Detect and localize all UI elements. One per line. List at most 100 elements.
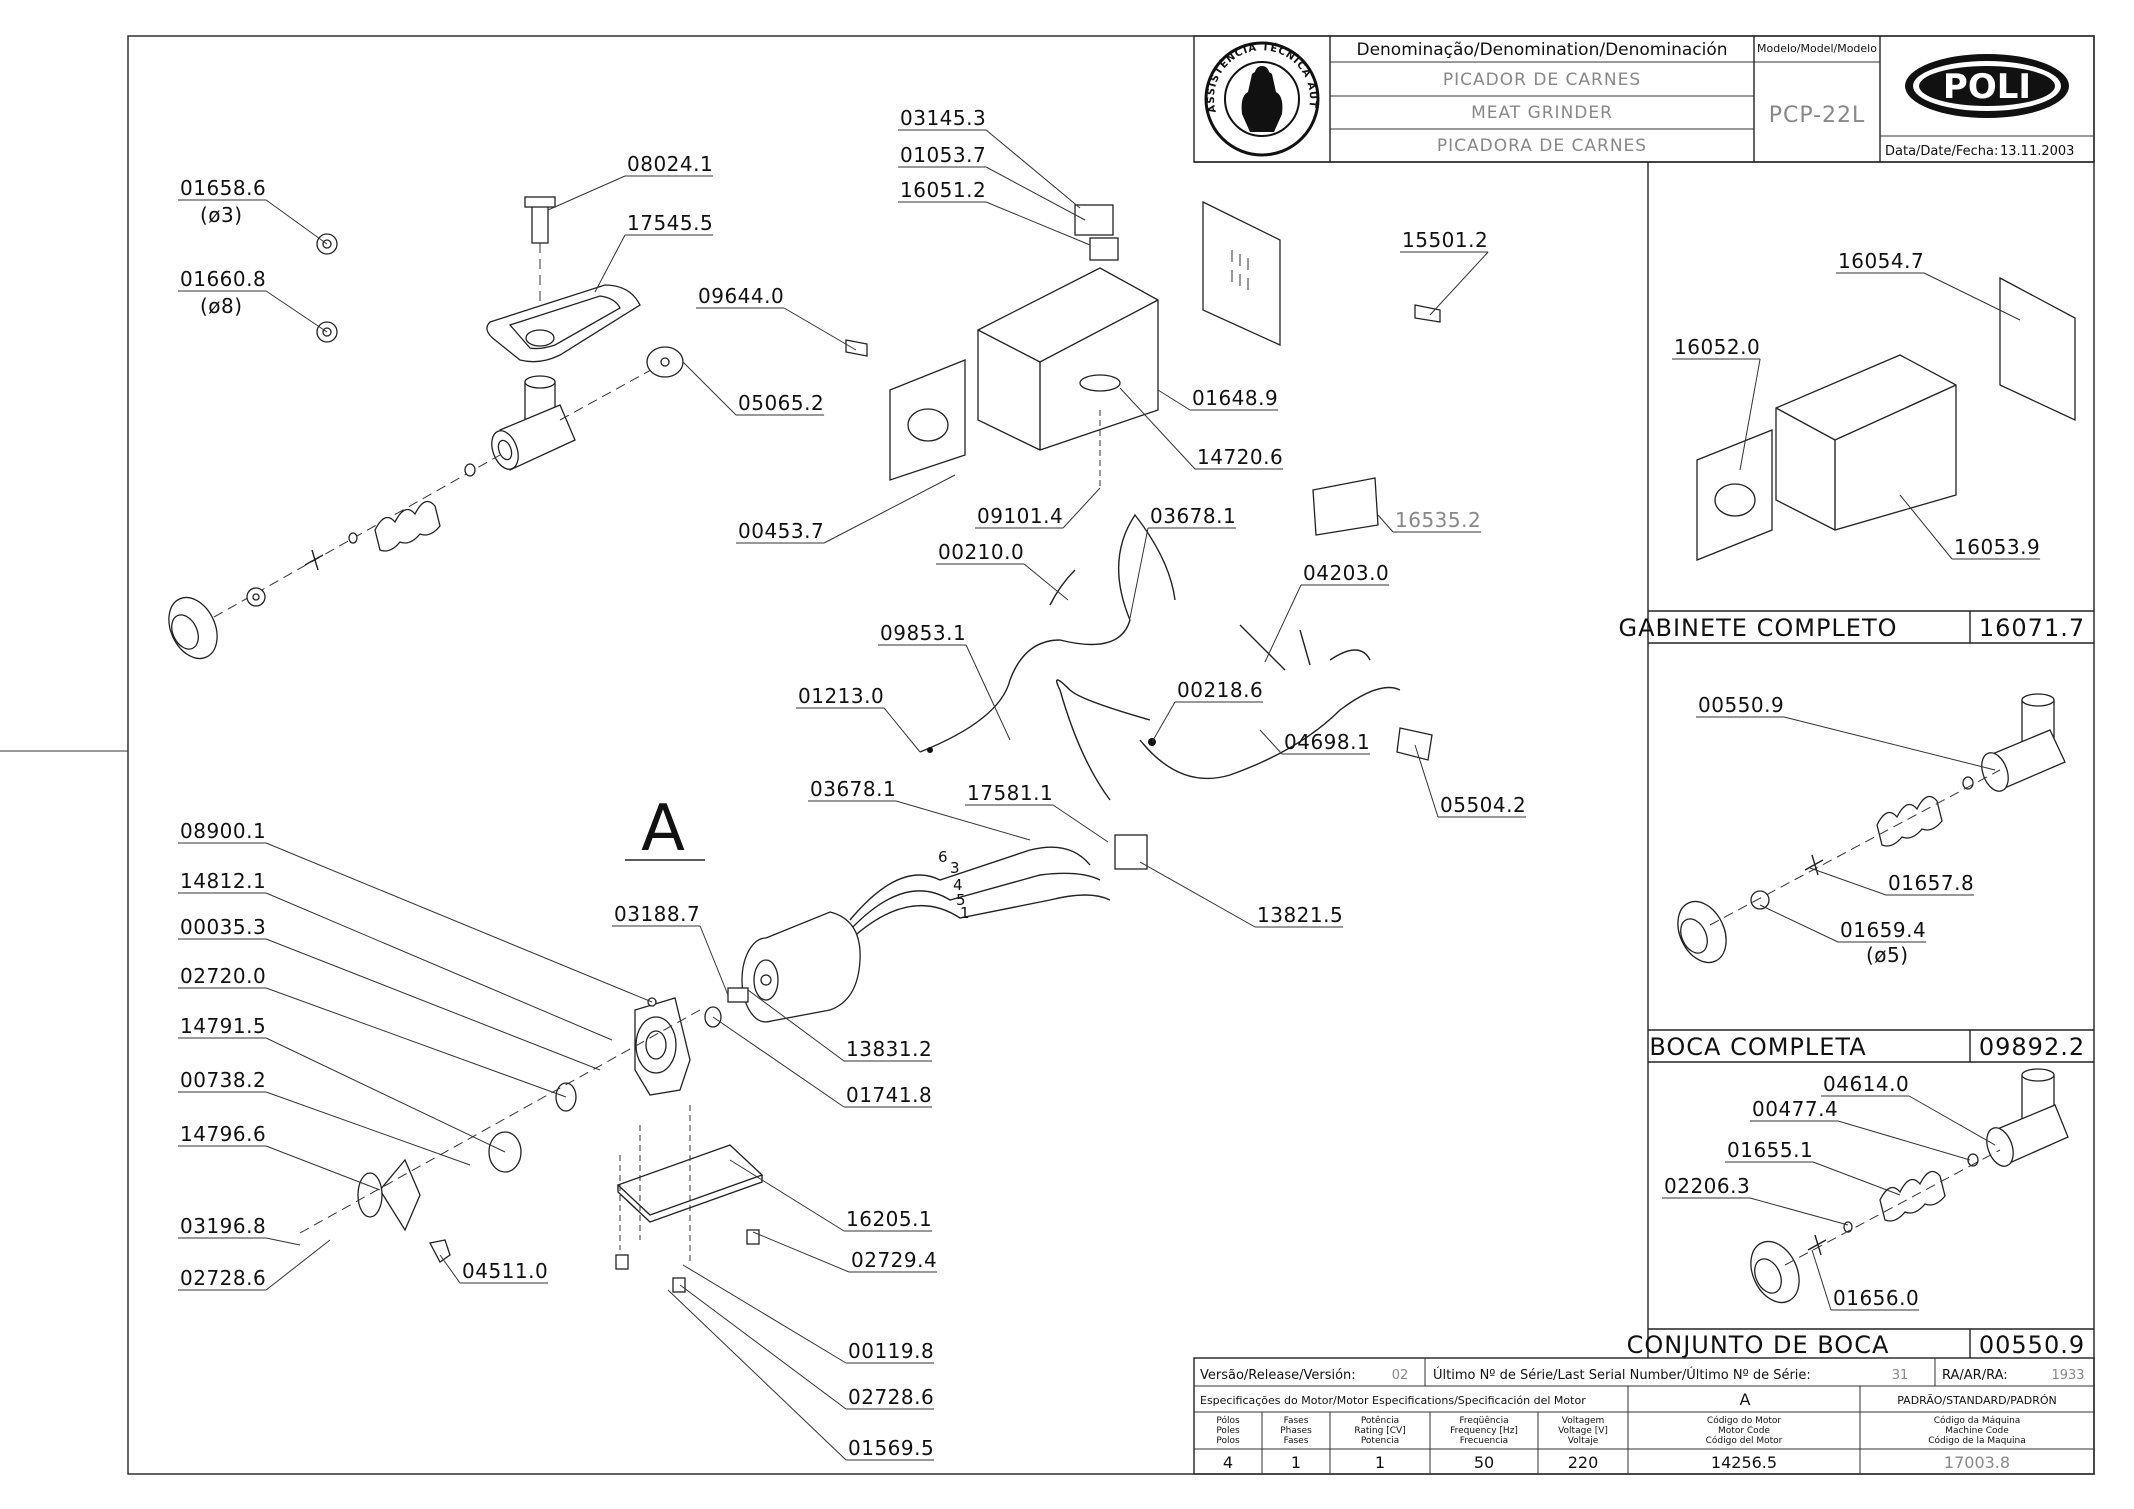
svg-text:4: 4	[1223, 1453, 1233, 1472]
svg-text:50: 50	[1474, 1453, 1494, 1472]
cabinet-assembly-group	[1696, 276, 2076, 561]
spec-block: Versão/Release/Versión: 02 Último Nº de …	[1193, 1357, 2095, 1475]
svg-text:Machine Code: Machine Code	[1945, 1426, 2009, 1436]
part-number-label: (ø5)	[1866, 943, 1909, 967]
svg-text:Especificações do Motor/Motor: Especificações do Motor/Motor Especifica…	[1200, 1394, 1586, 1407]
part-number-label: 05504.2	[1440, 793, 1526, 817]
svg-text:PADRÃO/STANDARD/PADRÓN: PADRÃO/STANDARD/PADRÓN	[1897, 1394, 2057, 1407]
mouth-set-group	[1750, 1068, 2069, 1304]
svg-text:RA/AR/RA:: RA/AR/RA:	[1942, 1368, 2008, 1383]
part-number-label: 01658.6	[180, 176, 266, 200]
svg-text:Código de la Maquina: Código de la Maquina	[1928, 1435, 2026, 1446]
part-number-label: 16053.9	[1954, 535, 2040, 559]
assembly-title-mouth: BOCA COMPLETA	[1649, 1033, 1866, 1061]
svg-text:A: A	[1740, 1390, 1751, 1409]
svg-text:6: 6	[938, 848, 948, 866]
model-header: Modelo/Model/Modelo	[1757, 42, 1877, 55]
svg-text:4: 4	[953, 876, 963, 894]
svg-text:5: 5	[956, 891, 966, 909]
part-number-label: 14812.1	[180, 869, 266, 893]
svg-text:1933: 1933	[2051, 1368, 2084, 1383]
cabinet-group	[845, 200, 1441, 761]
svg-text:Voltaje: Voltaje	[1568, 1436, 1599, 1446]
part-number-label: 16052.0	[1674, 335, 1760, 359]
date-label: Data/Date/Fecha:	[1885, 144, 1998, 159]
part-number-label: 01655.1	[1727, 1138, 1813, 1162]
part-number-label: 02728.6	[180, 1266, 266, 1290]
title-block: ASSISTÊNCIA TÉCNICA AUTORIZADA Denominaç…	[0, 0, 2095, 163]
grinder-head-group	[168, 196, 684, 660]
wiring-group	[849, 513, 1401, 941]
part-number-label: 15501.2	[1402, 228, 1488, 252]
part-number-label: 01569.5	[848, 1436, 934, 1460]
svg-text:1: 1	[960, 904, 970, 922]
svg-text:Código da Máquina: Código da Máquina	[1934, 1415, 2021, 1426]
part-number-label: (ø8)	[200, 294, 243, 318]
svg-text:Poles: Poles	[1216, 1426, 1240, 1436]
seal-text: ASSISTÊNCIA TÉCNICA AUTORIZADA	[0, 0, 1317, 114]
part-number-label: 13821.5	[1257, 903, 1343, 927]
part-number-label: 04698.1	[1284, 730, 1370, 754]
part-number-label: 08900.1	[180, 819, 266, 843]
part-labels: 01658.6(ø3)01660.8(ø8)08024.117545.50506…	[180, 106, 2040, 1460]
part-number-label: 02728.6	[848, 1385, 934, 1409]
svg-text:Código del Motor: Código del Motor	[1706, 1435, 1783, 1446]
part-number-label: 01659.4	[1840, 918, 1926, 942]
svg-text:1: 1	[1291, 1453, 1301, 1472]
poli-logo: POLI	[1905, 54, 2069, 118]
svg-text:Rating [CV]: Rating [CV]	[1354, 1426, 1405, 1436]
part-number-label: 00035.3	[180, 915, 266, 939]
part-number-label: 00738.2	[180, 1068, 266, 1092]
part-number-label: 17545.5	[627, 211, 713, 235]
part-number-label: 01213.0	[798, 684, 884, 708]
mouth-complete-group	[1677, 693, 2066, 964]
svg-text:31: 31	[1892, 1368, 1909, 1383]
product-name-es: PICADORA DE CARNES	[1437, 136, 1647, 156]
svg-text:Polos: Polos	[1216, 1436, 1240, 1446]
part-number-label: 04614.0	[1823, 1072, 1909, 1096]
part-number-label: 13831.2	[846, 1037, 932, 1061]
svg-text:ASSISTÊNCIA TÉCNICA AUTORIZADA: ASSISTÊNCIA TÉCNICA AUTORIZADA	[0, 0, 1318, 114]
part-number-label: 03678.1	[1150, 504, 1236, 528]
part-number-label: 05065.2	[738, 391, 824, 415]
svg-text:Potência: Potência	[1361, 1415, 1399, 1426]
part-number-label: 00218.6	[1177, 678, 1263, 702]
part-number-label: 04511.0	[462, 1259, 548, 1283]
part-number-label: 01648.9	[1192, 386, 1278, 410]
svg-text:Phases: Phases	[1280, 1426, 1312, 1436]
svg-text:14256.5: 14256.5	[1711, 1453, 1777, 1472]
part-number-label: 14791.5	[180, 1014, 266, 1038]
svg-text:Código do Motor: Código do Motor	[1707, 1415, 1781, 1426]
part-number-label: 02720.0	[180, 964, 266, 988]
part-number-label: 01656.0	[1833, 1286, 1919, 1310]
part-number-label: 03678.1	[810, 777, 896, 801]
part-number-label: 16054.7	[1838, 249, 1924, 273]
motor-group	[299, 911, 861, 1293]
part-number-label: 02729.4	[851, 1248, 937, 1272]
svg-text:Potencia: Potencia	[1361, 1436, 1399, 1446]
svg-text:Último Nº de Série/Last Serial: Último Nº de Série/Last Serial Number/Úl…	[1433, 1367, 1811, 1383]
part-number-label: 14720.6	[1197, 445, 1283, 469]
part-number-label: 03145.3	[900, 106, 986, 130]
part-number-label: 17581.1	[967, 781, 1053, 805]
assembly-title-cabinet: GABINETE COMPLETO	[1618, 614, 1897, 642]
svg-text:220: 220	[1568, 1453, 1599, 1472]
part-number-label: 00119.8	[848, 1339, 934, 1363]
svg-text:Voltagem: Voltagem	[1562, 1416, 1605, 1426]
svg-text:Versão/Release/Versión:: Versão/Release/Versión:	[1200, 1368, 1356, 1383]
brand-name: POLI	[1943, 67, 2031, 107]
part-number-label: 00477.4	[1752, 1097, 1838, 1121]
drawing-frame	[127, 35, 2095, 1475]
part-number-label: 01053.7	[900, 143, 986, 167]
svg-text:02: 02	[1392, 1368, 1409, 1383]
part-number-label: 16535.2	[1395, 508, 1481, 532]
svg-text:Motor Code: Motor Code	[1718, 1426, 1770, 1436]
wire-numbers: 6 3 4 5 1	[938, 848, 970, 922]
assembly-panels: GABINETE COMPLETO 16071.7 BOCA COMPLETA …	[1618, 162, 2094, 1359]
svg-text:Fases: Fases	[1284, 1436, 1309, 1446]
product-name-pt: PICADOR DE CARNES	[1443, 70, 1641, 90]
assembly-code-mouth: 09892.2	[1979, 1033, 2085, 1061]
technical-assistance-seal: ASSISTÊNCIA TÉCNICA AUTORIZADA	[0, 0, 1320, 157]
part-number-label: 14796.6	[180, 1122, 266, 1146]
part-number-label: 00550.9	[1698, 693, 1784, 717]
